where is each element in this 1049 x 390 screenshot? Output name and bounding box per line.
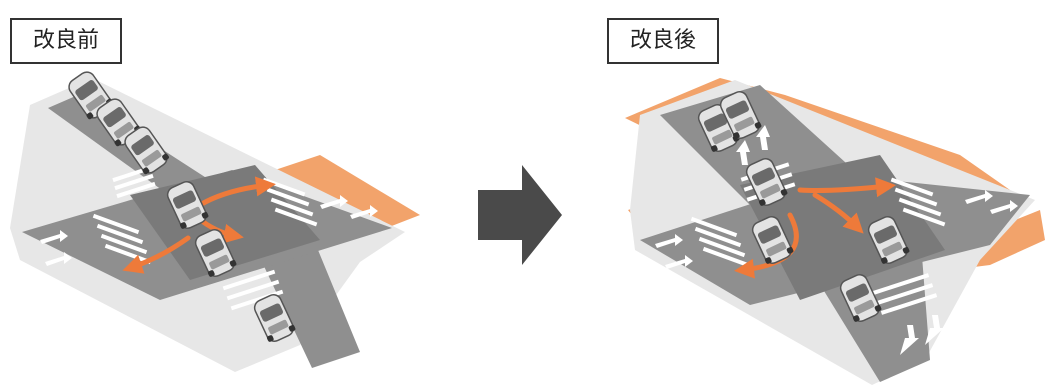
lane-arrow-icon (40, 195, 378, 266)
crosswalk-before-right (262, 177, 318, 227)
road-before-vertical (48, 95, 360, 368)
label-after-text: 改良後 (629, 28, 696, 53)
lane-arrow-icon (655, 125, 1018, 355)
crosswalk-after-right (890, 177, 946, 227)
label-before: 改良前 (10, 18, 122, 64)
crosswalk-after-bottom (872, 273, 938, 315)
right-arrow-icon (478, 165, 562, 265)
intersection-after (625, 78, 1045, 385)
label-after: 改良後 (607, 18, 719, 64)
label-before-text: 改良前 (32, 28, 99, 53)
intersection-before (10, 67, 420, 372)
crosswalk-before-top (112, 165, 156, 199)
